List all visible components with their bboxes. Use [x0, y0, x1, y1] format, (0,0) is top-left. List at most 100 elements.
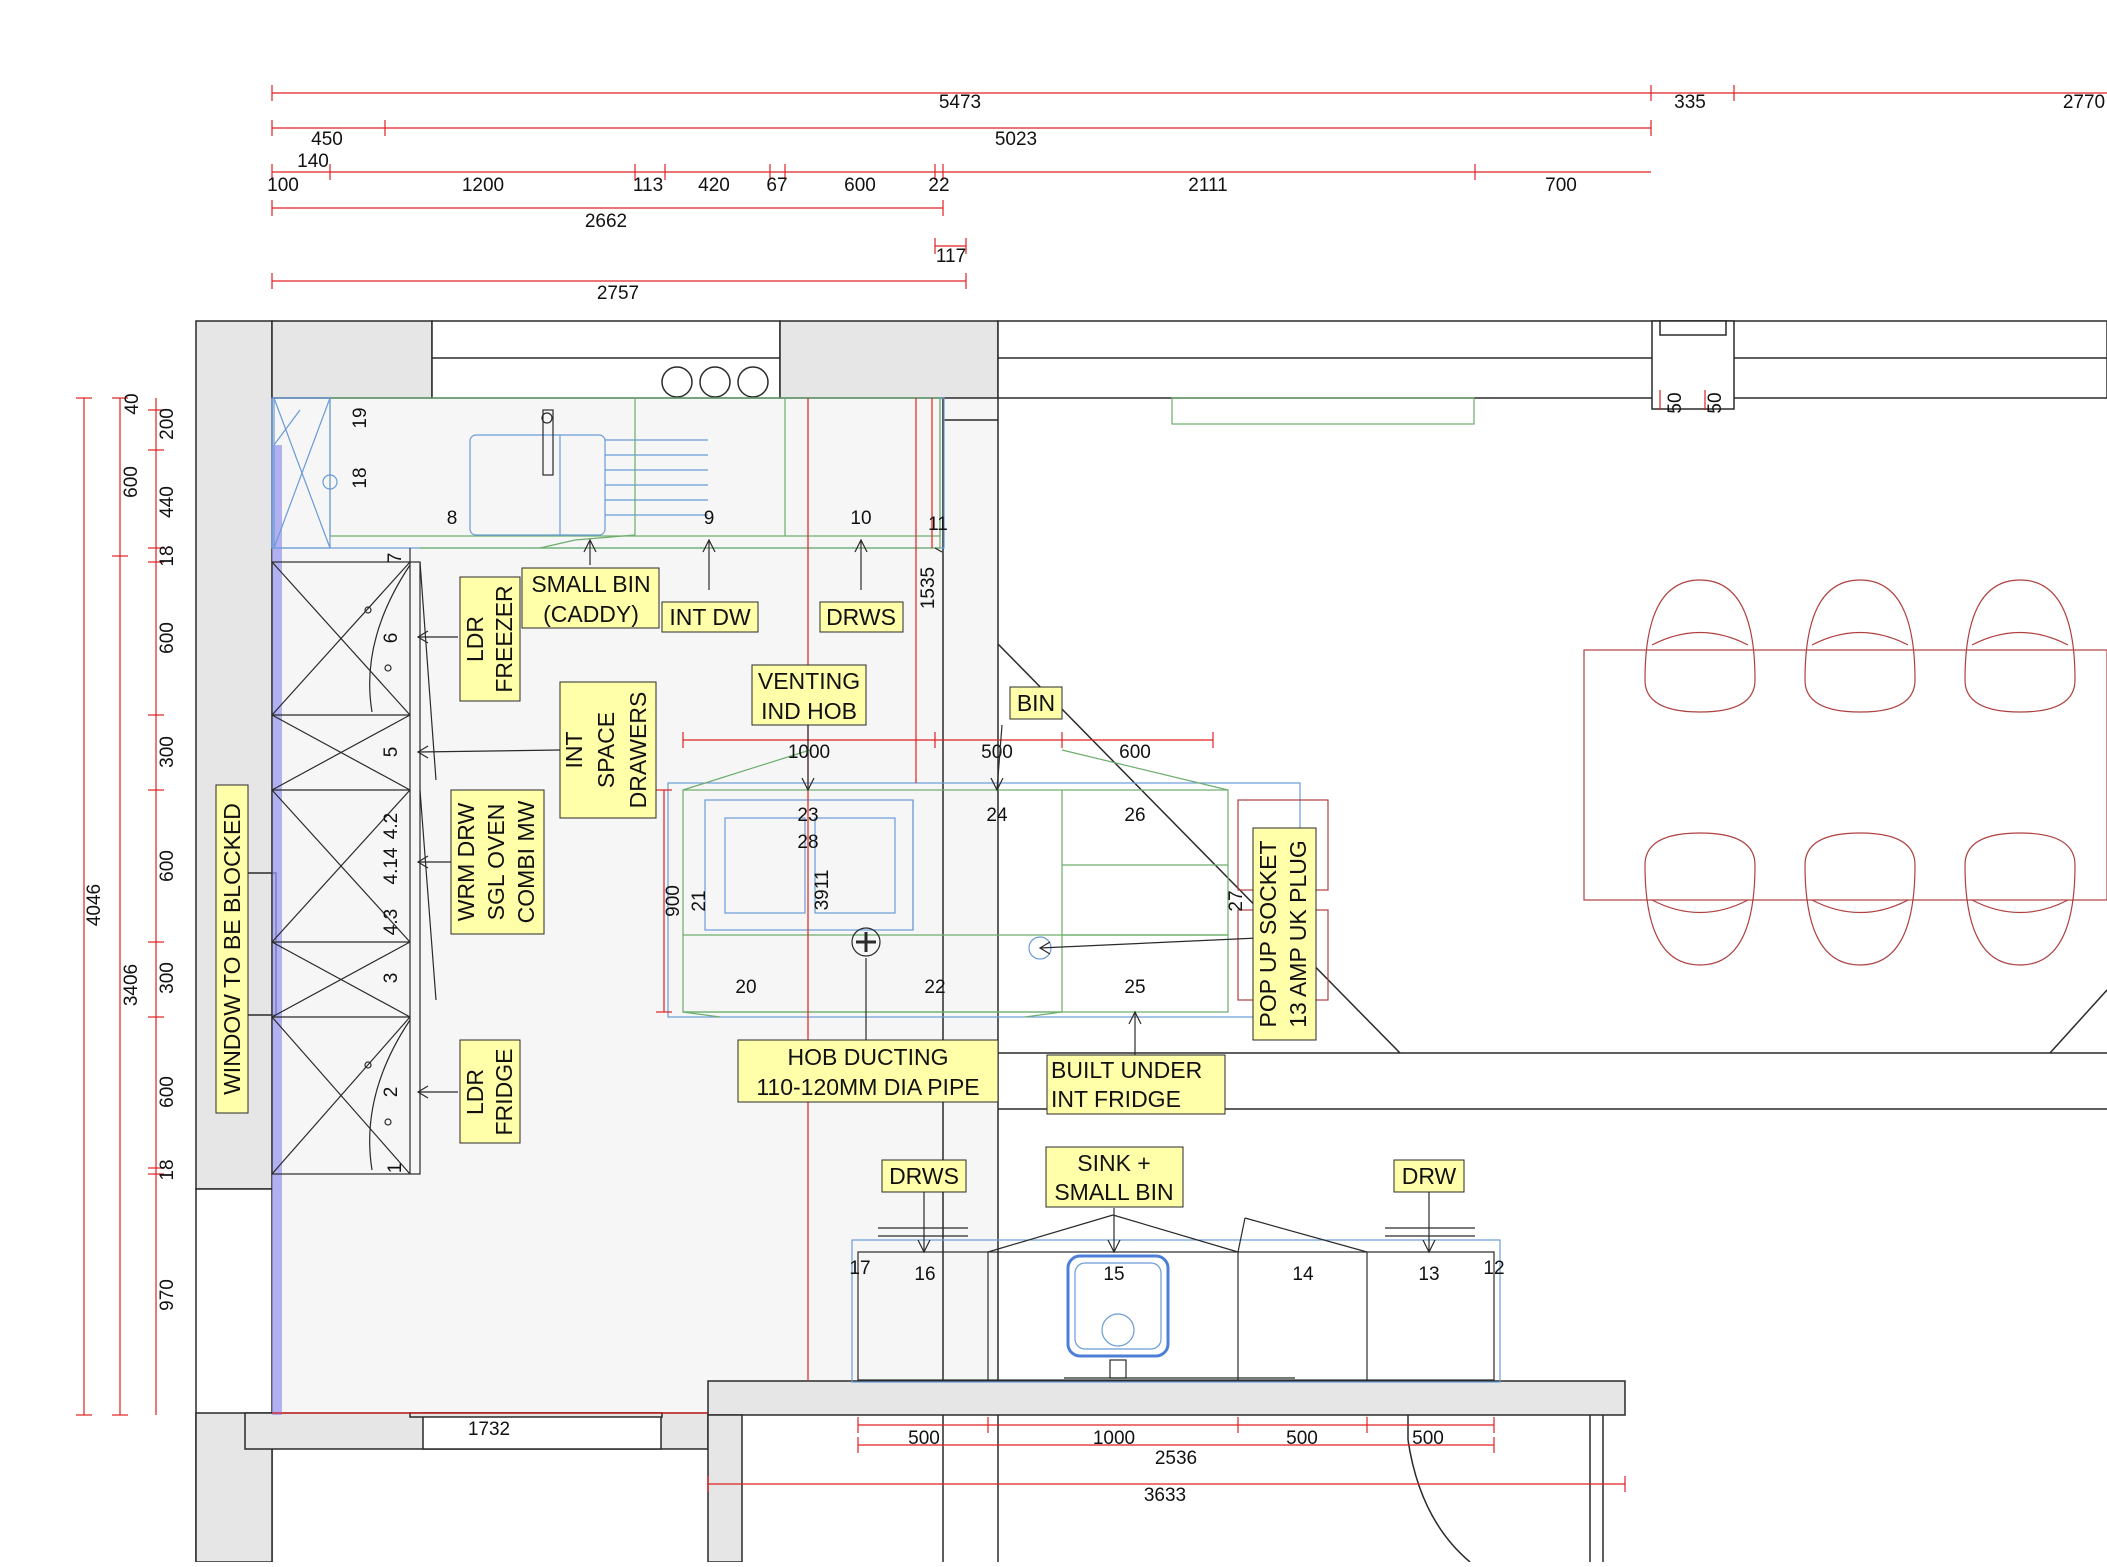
label-oven-stack: WRM DRW SGL OVEN COMBI MW [450, 789, 545, 935]
svg-text:DRAWERS: DRAWERS [625, 692, 651, 809]
top-dimension-text: 5473 335 2770 450 5023 140 100 1200 113 … [267, 92, 2105, 304]
unit-1: 1 [385, 1163, 406, 1174]
dim-117: 117 [936, 246, 966, 267]
unit-25: 25 [1124, 977, 1145, 998]
unit-13: 13 [1418, 1264, 1439, 1285]
dim-600-island: 600 [1119, 742, 1151, 763]
dim-3406: 3406 [121, 964, 142, 1006]
unit-3: 3 [381, 973, 402, 984]
unit-4-2: 4.2 [381, 813, 402, 839]
front-run-units [851, 1214, 1501, 1383]
dim-300-b: 300 [157, 962, 178, 994]
svg-text:110-120MM DIA PIPE: 110-120MM DIA PIPE [756, 1074, 979, 1100]
dining-chair [1644, 579, 1756, 713]
dim-100: 100 [267, 175, 299, 196]
dim-1732: 1732 [468, 1419, 510, 1440]
svg-text:SINK +: SINK + [1077, 1150, 1151, 1176]
unit-23: 23 [797, 805, 818, 826]
unit-12: 12 [1483, 1258, 1504, 1279]
svg-text:LDR: LDR [462, 616, 488, 662]
svg-text:(CADDY): (CADDY) [543, 601, 639, 627]
dining-chair [1964, 832, 2076, 966]
wall-mark-50-b: 50 [1705, 392, 1726, 413]
dim-500-a: 500 [908, 1428, 940, 1449]
unit-5: 5 [381, 747, 402, 758]
dim-2757: 2757 [597, 283, 639, 304]
unit-26: 26 [1124, 805, 1145, 826]
svg-text:SMALL BIN: SMALL BIN [1054, 1179, 1173, 1205]
label-ldr-fridge: LDR FRIDGE [459, 1039, 521, 1144]
svg-text:IND HOB: IND HOB [761, 698, 857, 724]
unit-2: 2 [381, 1087, 402, 1098]
dining-chair [1804, 579, 1916, 713]
unit-7: 7 [385, 553, 406, 564]
unit-10: 10 [850, 508, 871, 529]
dining-chair [1964, 579, 2076, 713]
dim-2662: 2662 [585, 211, 627, 232]
dining-chair [1804, 832, 1916, 966]
svg-text:SMALL BIN: SMALL BIN [531, 571, 650, 597]
dim-5473: 5473 [939, 92, 981, 113]
back-run-units [271, 397, 1475, 553]
svg-text:POP UP SOCKET: POP UP SOCKET [1255, 840, 1281, 1027]
dining-table [1583, 579, 2107, 966]
svg-text:DRWS: DRWS [826, 604, 896, 630]
dim-1535: 1535 [918, 567, 939, 609]
dim-500-island: 500 [981, 742, 1013, 763]
label-pop-up-socket: POP UP SOCKET 13 AMP UK PLUG [1252, 827, 1317, 1041]
dim-600-a: 600 [157, 622, 178, 654]
dim-18-bottom: 18 [157, 1159, 178, 1180]
svg-text:FREEZER: FREEZER [491, 585, 517, 692]
dim-200: 200 [157, 408, 178, 440]
dim-113: 113 [633, 175, 663, 196]
dim-600-c: 600 [157, 1076, 178, 1108]
window-highlight [272, 445, 282, 1415]
unit-19: 19 [350, 407, 371, 428]
unit-15: 15 [1103, 1264, 1124, 1285]
dim-700: 700 [1545, 175, 1577, 196]
label-small-bin: SMALL BIN (CADDY) [521, 567, 660, 629]
unit-20: 20 [735, 977, 756, 998]
svg-text:BUILT UNDER: BUILT UNDER [1051, 1057, 1202, 1083]
unit-21: 21 [689, 890, 710, 911]
dim-600: 600 [844, 175, 876, 196]
svg-text:COMBI MW: COMBI MW [513, 800, 539, 923]
svg-text:HOB DUCTING: HOB DUCTING [788, 1044, 949, 1070]
dim-335: 335 [1674, 92, 1706, 113]
dim-300-a: 300 [157, 736, 178, 768]
leader-lines [416, 538, 1436, 1254]
dim-1200: 1200 [462, 175, 504, 196]
label-hob-ducting: HOB DUCTING 110-120MM DIA PIPE [737, 1039, 999, 1103]
svg-text:LDR: LDR [462, 1069, 488, 1115]
svg-text:INT DW: INT DW [669, 604, 751, 630]
unit-27: 27 [1226, 890, 1247, 911]
label-ldr-freezer: LDR FREEZER [459, 576, 521, 702]
unit-9: 9 [704, 508, 715, 529]
unit-14: 14 [1292, 1264, 1314, 1285]
label-drws-bottom: DRWS [881, 1159, 967, 1193]
dimension-lines [76, 85, 2107, 1492]
dim-1000-island: 1000 [788, 742, 830, 763]
label-drw: DRW [1393, 1159, 1465, 1193]
unit-4-3: 4.3 [381, 909, 402, 935]
dim-3633: 3633 [1144, 1485, 1186, 1506]
svg-text:INT: INT [561, 731, 587, 768]
dim-600-b: 600 [157, 850, 178, 882]
svg-text:BIN: BIN [1017, 690, 1055, 716]
label-int-space-drawers: INT SPACE DRAWERS [559, 681, 657, 819]
svg-text:INT FRIDGE: INT FRIDGE [1051, 1086, 1181, 1112]
dim-1000-front: 1000 [1093, 1428, 1135, 1449]
unit-4-14: 4.14 [381, 847, 402, 884]
svg-text:FRIDGE: FRIDGE [491, 1049, 517, 1136]
other-dimension-text: 1732 500 1000 500 500 2536 3633 1000 500… [468, 392, 1726, 1506]
dim-18-top: 18 [157, 545, 178, 566]
label-built-under-fridge: BUILT UNDER INT FRIDGE [1046, 1054, 1226, 1115]
dim-420: 420 [698, 175, 730, 196]
svg-text:13 AMP UK PLUG: 13 AMP UK PLUG [1285, 840, 1311, 1028]
dim-3911: 3911 [812, 870, 833, 911]
dim-2536: 2536 [1155, 1448, 1197, 1469]
dim-970: 970 [157, 1279, 178, 1311]
dim-450: 450 [311, 129, 343, 150]
